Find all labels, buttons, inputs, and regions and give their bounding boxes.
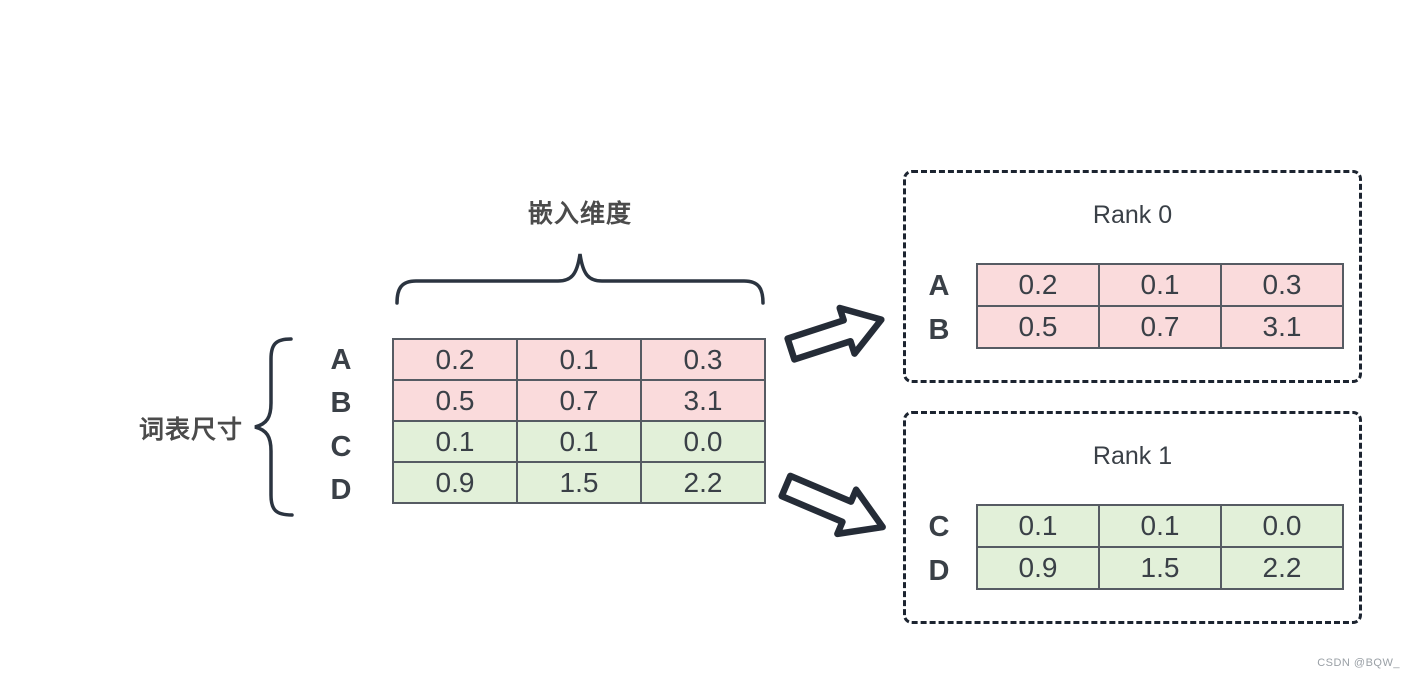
table-row: 0.9 1.5 2.2 (392, 461, 766, 504)
cell: 0.1 (516, 338, 642, 381)
cell: 0.1 (976, 504, 1100, 548)
cell: 0.1 (1098, 263, 1222, 307)
cell: 0.9 (976, 546, 1100, 590)
cell: 0.0 (1220, 504, 1344, 548)
cell: 2.2 (640, 461, 766, 504)
embedding-dim-brace (395, 253, 765, 305)
table-row: 0.2 0.1 0.3 (392, 338, 766, 381)
cell: 0.5 (976, 305, 1100, 349)
cell: 1.5 (1098, 546, 1222, 590)
row-label-d: D (330, 474, 352, 506)
table-row: 0.9 1.5 2.2 (976, 546, 1344, 590)
vocab-size-label: 词表尺寸 (138, 416, 243, 444)
cell: 2.2 (1220, 546, 1344, 590)
watermark: CSDN @BQW_ (1317, 657, 1400, 669)
table-row: 0.1 0.1 0.0 (392, 420, 766, 463)
rank1-row-label-c: C (928, 511, 950, 543)
cell: 0.1 (516, 420, 642, 463)
cell: 0.9 (392, 461, 518, 504)
cell: 3.1 (640, 379, 766, 422)
cell: 0.3 (1220, 263, 1344, 307)
row-label-c: C (330, 431, 352, 463)
row-label-b: B (330, 387, 352, 419)
cell: 0.1 (1098, 504, 1222, 548)
rank0-box: Rank 0 A B 0.2 0.1 0.3 0.5 0.7 3.1 (903, 170, 1362, 383)
arrow-to-rank1 (778, 472, 886, 538)
cell: 0.2 (392, 338, 518, 381)
cell: 0.0 (640, 420, 766, 463)
rank0-row-label-a: A (928, 270, 950, 302)
cell: 3.1 (1220, 305, 1344, 349)
arrow-to-rank0 (784, 304, 885, 363)
rank0-row-label-b: B (928, 314, 950, 346)
rank1-box: Rank 1 C D 0.1 0.1 0.0 0.9 1.5 2.2 (903, 411, 1362, 624)
table-row: 0.5 0.7 3.1 (976, 305, 1344, 349)
cell: 0.5 (392, 379, 518, 422)
table-row: 0.2 0.1 0.3 (976, 263, 1344, 307)
cell: 0.3 (640, 338, 766, 381)
cell: 1.5 (516, 461, 642, 504)
cell: 0.1 (392, 420, 518, 463)
rank0-title: Rank 0 (1092, 201, 1173, 229)
embedding-dimension-label: 嵌入维度 (527, 200, 632, 228)
row-label-a: A (330, 344, 352, 376)
rank1-table: 0.1 0.1 0.0 0.9 1.5 2.2 (976, 504, 1344, 590)
cell: 0.7 (516, 379, 642, 422)
rank1-row-label-d: D (928, 555, 950, 587)
table-row: 0.1 0.1 0.0 (976, 504, 1344, 548)
vocab-size-brace (254, 337, 294, 517)
cell: 0.2 (976, 263, 1100, 307)
rank1-title: Rank 1 (1092, 442, 1173, 470)
table-row: 0.5 0.7 3.1 (392, 379, 766, 422)
cell: 0.7 (1098, 305, 1222, 349)
embedding-matrix: 0.2 0.1 0.3 0.5 0.7 3.1 0.1 0.1 0.0 0.9 … (392, 338, 766, 504)
rank0-table: 0.2 0.1 0.3 0.5 0.7 3.1 (976, 263, 1344, 349)
